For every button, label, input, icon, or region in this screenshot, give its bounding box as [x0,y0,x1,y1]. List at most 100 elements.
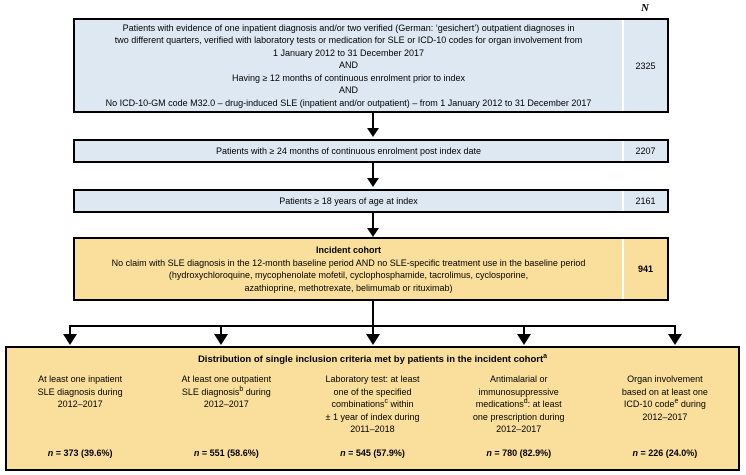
step-box-eligibility-text: Patients with evidence of one inpatient … [75,20,622,111]
dist-column-organ-involvement: Organ involvement based on at least one … [592,373,738,465]
connector-line [372,163,374,180]
connector-line [372,213,374,230]
text-line: Antimalarial or [489,374,548,384]
connector-branch [220,325,222,336]
dist-count-value: = 780 (82.9%) [491,448,552,458]
dist-column-outpatient: At least one outpatient SLE diagnosisb d… [153,373,299,465]
connector-branch [372,325,374,336]
connector-line-trunk [372,301,374,326]
text-line-main: combinations [331,399,385,409]
dist-column-count: n = 780 (82.9%) [486,448,551,458]
dist-column-count: n = 551 (58.6%) [194,448,259,458]
text-line: azathioprine, methotrexate, belimumab or… [244,282,453,293]
step-box-incident-cohort: Incident cohort No claim with SLE diagno… [73,237,669,301]
connector-branch [674,325,676,336]
text-line: ± 1 year of index during [325,411,420,422]
text-line: one prescription during [472,411,565,422]
text-line-main: medications [475,399,524,409]
dist-column-description: At least one inpatient SLE diagnosis dur… [38,373,123,411]
text-line: (hydroxychloroquine, mycophenolate mofet… [168,270,529,280]
text-line: At least one inpatient [38,374,123,384]
dist-count-n-symbol: n [47,448,54,458]
connector-line [372,113,374,130]
dist-column-laboratory: Laboratory test: at least one of the spe… [299,373,445,465]
text-line-suffix: during [678,399,706,409]
step-box-incident-cohort-count: 941 [622,239,667,299]
step-box-enrolment-post-index-count: 2207 [622,141,667,161]
footnote-marker: c [384,398,389,405]
connector-arrow [367,228,379,237]
dist-count-value: = 373 (39.6%) [53,448,113,458]
connector-arrow [214,334,228,345]
text-line: AND [338,60,358,71]
connector-arrow [517,334,531,345]
dist-column-count: n = 373 (39.6%) [48,448,113,458]
step-box-eligibility-count: 2325 [622,20,667,111]
dist-count-n-symbol: n [632,448,639,458]
incident-cohort-title: Incident cohort [316,245,381,255]
distribution-title-superscript: a [543,352,548,360]
n-column-header: N [641,2,649,14]
connector-arrow [366,334,380,345]
text-line-main: SLE diagnosis [181,386,240,397]
text-line: SLE diagnosisb during [182,386,272,399]
text-line: At least one outpatient [181,374,272,384]
text-line: Patients with evidence of one inpatient … [122,22,575,33]
text-line: 1 January 2012 to 31 December 2017 [272,47,425,58]
dist-count-value: = 551 (58.6%) [199,448,259,458]
text-line: one of the specified [333,386,412,397]
text-line: 2012–2017 [496,424,542,434]
step-box-enrolment-post-index-text: Patients with ≥ 24 months of continuous … [75,141,622,161]
text-line: ICD-10 codee during [622,398,708,411]
step-box-age-count: 2161 [622,191,667,211]
distribution-panel: Distribution of single inclusion criteri… [5,346,740,471]
dist-column-description: At least one outpatient SLE diagnosisb d… [182,373,272,411]
text-line: 2012–2017 [57,399,103,409]
connector-arrow [668,334,682,345]
distribution-title: Distribution of single inclusion criteri… [7,352,738,365]
footnote-marker: b [239,385,244,393]
text-line: 2012–2017 [203,399,249,409]
text-line: 2012–2017 [642,411,688,422]
dist-column-description: Antimalarial or immunosuppressive medica… [473,373,565,436]
footnote-marker: d [523,398,528,405]
dist-column-inpatient: At least one inpatient SLE diagnosis dur… [7,373,153,465]
step-box-eligibility: Patients with evidence of one inpatient … [73,18,669,113]
text-line: 2011–2018 [350,424,395,434]
connector-arrow [63,334,77,345]
text-line-main: ICD-10 code [623,399,675,409]
text-line: Organ involvement [627,374,703,384]
text-line: immunosuppressive [478,386,559,397]
connector-arrow [367,128,379,137]
connector-branch [69,325,71,336]
step-box-enrolment-post-index: Patients with ≥ 24 months of continuous … [73,139,669,163]
step-box-age-text: Patients ≥ 18 years of age at index [75,191,622,211]
text-line: two different quarters, verified with la… [114,35,583,46]
dist-count-n-symbol: n [486,448,492,458]
text-line-suffix: within [388,399,414,409]
dist-count-n-symbol: n [340,448,346,458]
text-line: Having ≥ 12 months of continuous enrolme… [231,72,466,83]
dist-count-n-symbol: n [193,448,200,458]
connector-arrow [367,178,379,187]
text-line: Laboratory test: at least [325,374,420,384]
dist-column-medications: Antimalarial or immunosuppressive medica… [446,373,592,465]
dist-column-count: n = 226 (24.0%) [633,448,698,458]
text-line: medicationsd: at least [473,398,565,411]
dist-column-description: Laboratory test: at least one of the spe… [325,373,419,436]
text-line: SLE diagnosis during [37,386,123,397]
text-line: based on at least one [621,386,708,397]
text-line: combinationsc within [325,398,419,411]
dist-count-value: = 226 (24.0%) [638,448,698,458]
distribution-columns: At least one inpatient SLE diagnosis dur… [7,373,738,465]
step-box-age: Patients ≥ 18 years of age at index 2161 [73,189,669,213]
text-line: AND [338,85,358,96]
text-line: Patients with ≥ 24 months of continuous … [215,145,482,156]
text-line: Patients ≥ 18 years of age at index [279,195,418,206]
text-line-suffix: during [243,386,271,397]
dist-column-count: n = 545 (57.9%) [340,448,405,458]
connector-branch [523,325,525,336]
dist-count-value: = 545 (57.9%) [345,448,405,458]
text-line: No ICD-10-GM code M32.0 – drug-induced S… [105,97,592,108]
